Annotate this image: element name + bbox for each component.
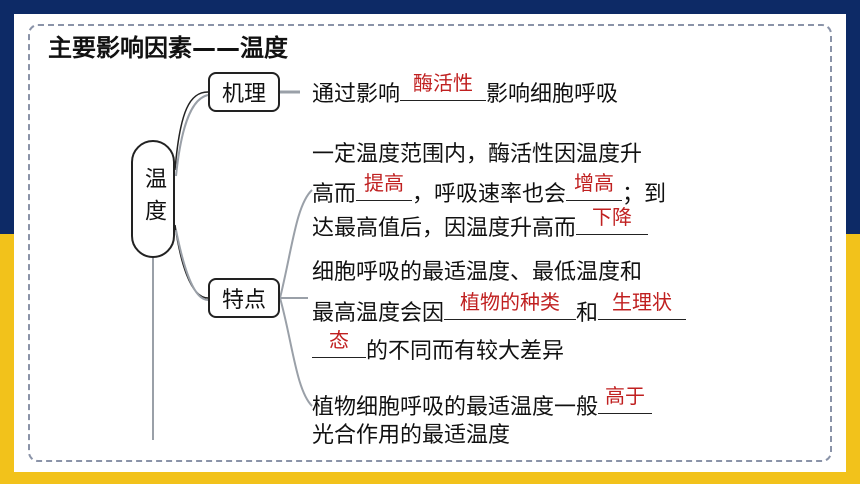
- blank-mechanism: 酶活性: [400, 71, 487, 101]
- connector-feature-1: [279, 189, 313, 299]
- mechanism-text: 通过影响酶活性影响细胞呼吸: [312, 71, 619, 110]
- blank-feature1-b: 增高: [566, 171, 623, 201]
- blank-feature2-b: 生理状: [598, 290, 687, 320]
- blank-feature1-a: 提高: [356, 171, 413, 201]
- mechanism-post: 影响细胞呼吸: [486, 82, 619, 107]
- feature1-line2-post: ；到: [622, 182, 667, 207]
- node-temperature: 温度: [131, 140, 175, 258]
- feature2-line3: 态的不同而有较大差异: [312, 328, 565, 367]
- blank-feature2-a: 植物的种类: [444, 290, 577, 320]
- dashed-frame: [28, 24, 832, 462]
- blank-feature1-c: 下降: [576, 205, 649, 235]
- feature1-line2-mid: ，呼吸速率也会: [412, 182, 567, 207]
- connector-feature-3: [279, 297, 313, 407]
- slide-title: 主要影响因素——温度: [48, 34, 288, 62]
- answer-higher-than: 高于: [605, 384, 646, 408]
- connector-mechanism: [174, 91, 209, 171]
- feature2-line3-post: 的不同而有较大差异: [366, 339, 565, 364]
- feature1-line2: 高而提高 ，呼吸速率也会增高 ；到: [312, 171, 667, 210]
- blank-feature2-c: 态: [312, 328, 366, 358]
- answer-enzyme-activity: 酶活性: [413, 71, 474, 95]
- answer-increase: 提高: [364, 171, 405, 195]
- answer-physiological-state-a: 生理状: [612, 290, 673, 314]
- feature3-line2: 光合作用的最适温度: [312, 423, 511, 448]
- answer-physiological-state-b: 态: [329, 328, 349, 352]
- feature1-line3: 达最高值后，因温度升高而下降: [312, 205, 649, 244]
- answer-decrease: 下降: [592, 205, 633, 229]
- feature1-line2-pre: 高而: [312, 182, 357, 207]
- feature3-line1-pre: 植物细胞呼吸的最适温度一般: [312, 395, 599, 420]
- feature2-line2-pre: 最高温度会因: [312, 301, 445, 326]
- feature3-line1: 植物细胞呼吸的最适温度一般高于: [312, 384, 653, 423]
- node-mechanism: 机理: [208, 72, 280, 112]
- feature2-line1: 细胞呼吸的最适温度、最低温度和: [312, 260, 643, 285]
- answer-rise: 增高: [574, 171, 615, 195]
- feature2-line2-mid: 和: [576, 301, 599, 326]
- blank-feature3: 高于: [598, 384, 653, 414]
- node-features: 特点: [208, 278, 280, 318]
- feature1-line1: 一定温度范围内，酶活性因温度升: [312, 142, 643, 167]
- feature1-line3-pre: 达最高值后，因温度升高而: [312, 216, 577, 241]
- answer-plant-species: 植物的种类: [460, 290, 561, 314]
- mechanism-pre: 通过影响: [312, 82, 401, 107]
- feature2-line2: 最高温度会因植物的种类和生理状: [312, 290, 687, 329]
- connector-features: [174, 224, 209, 299]
